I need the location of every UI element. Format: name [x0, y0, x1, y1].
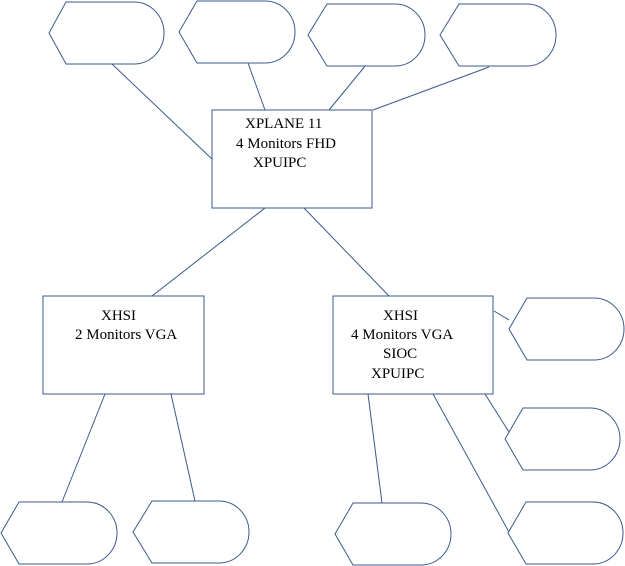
- xhsi-right-monitors: 4 Monitors VGA: [351, 327, 453, 343]
- xhsi-left-monitors: 2 Monitors VGA: [75, 327, 177, 343]
- connector-xplane-display-3: [328, 64, 367, 111]
- connector-xhsi-right-display-4: [493, 310, 510, 321]
- xhsi-left-node: XHSI 2 Monitors VGA: [42, 295, 205, 395]
- xplane-monitors: 4 Monitors FHD: [236, 136, 336, 152]
- xplane-title: XPLANE 11: [245, 116, 322, 132]
- xhsi-right-title: XHSI: [383, 308, 418, 324]
- xhsi-right-software: XPUIPC: [371, 366, 424, 382]
- display-shape: [507, 501, 624, 565]
- xhsi-left-box: [42, 295, 205, 395]
- xhsi-left-title: XHSI: [101, 308, 136, 324]
- display-shape: [504, 407, 621, 471]
- connector-xplane-xhsi-left: [151, 207, 266, 297]
- display-shape: [307, 3, 426, 67]
- display-shape: [0, 501, 118, 565]
- connector-xhsi-right-display-1: [367, 393, 383, 504]
- display-shape: [439, 3, 557, 67]
- connector-xhsi-left-display-2: [170, 393, 196, 502]
- connector-xplane-xhsi-right: [303, 207, 390, 297]
- display-shape: [48, 1, 165, 65]
- xhsi-right-node: XHSI 4 Monitors VGA SIOC XPUIPC: [332, 295, 494, 395]
- connector-xplane-display-1: [111, 63, 214, 161]
- xplane-box: [211, 109, 373, 209]
- display-shape: [508, 297, 625, 361]
- connector-xplane-display-4: [372, 66, 490, 111]
- xplane-software: XPUIPC: [253, 155, 306, 171]
- display-shape: [178, 0, 296, 64]
- xplane-node: XPLANE 11 4 Monitors FHD XPUIPC: [211, 109, 373, 209]
- xhsi-right-sioc: SIOC: [383, 346, 417, 362]
- connector-xplane-display-2: [247, 62, 266, 111]
- connector-xhsi-left-display-1: [61, 393, 106, 503]
- xhsi-right-box: [332, 295, 494, 395]
- display-shape: [132, 500, 250, 564]
- display-shape: [334, 502, 452, 566]
